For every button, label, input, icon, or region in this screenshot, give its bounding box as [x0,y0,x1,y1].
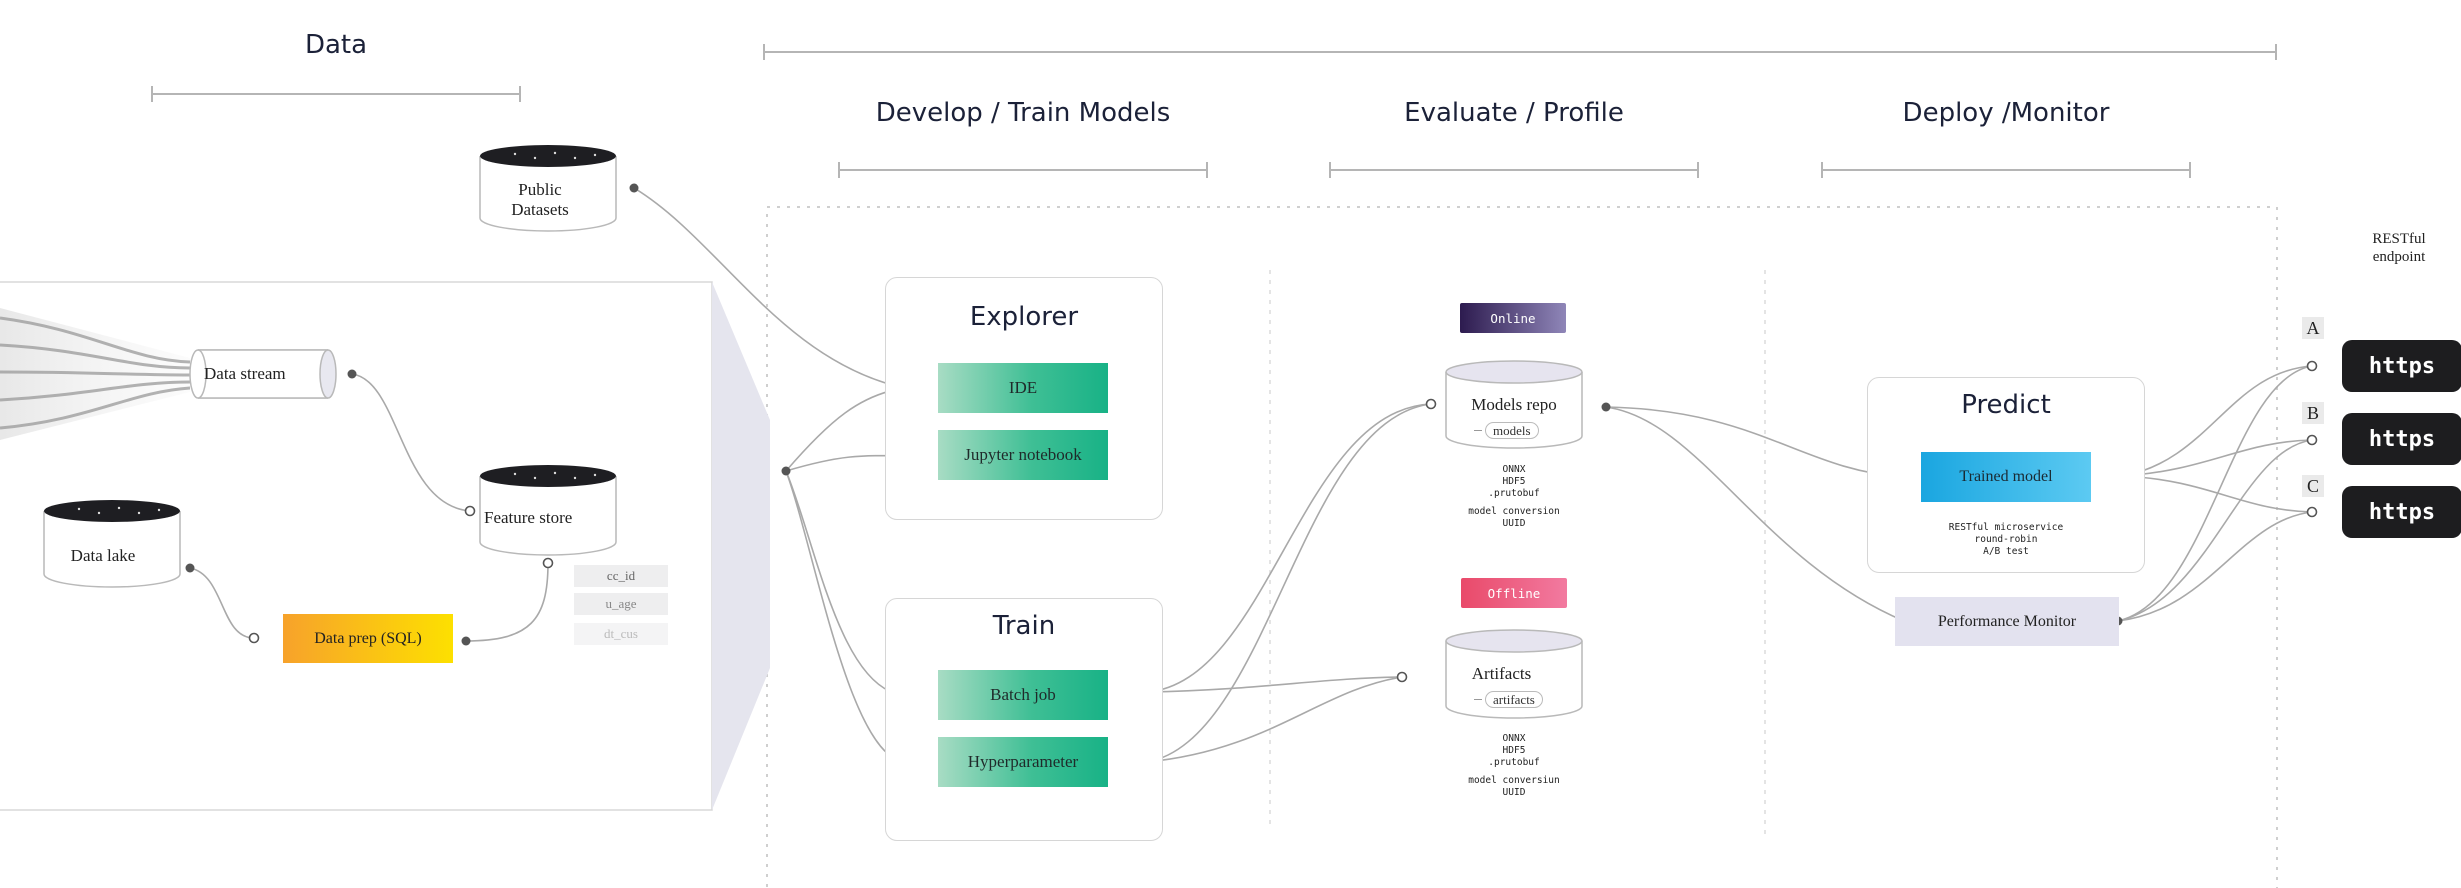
artifacts-extra-uuid: UUID [1502,787,1526,798]
connectors [189,187,2313,763]
models-extra-conversion: model conversion [1468,506,1560,517]
endpoint-letter-a: A [2302,317,2324,339]
predict-title: Predict [1961,390,2051,420]
train-batch-job-button[interactable]: Batch job [938,670,1108,720]
public-datasets-label: Public Datasets [490,180,590,220]
data-prep-label: Data prep (SQL) [314,629,422,647]
train-title: Train [992,611,1056,641]
stage-brackets [151,44,2277,178]
data-lake-cylinder [43,500,181,588]
performance-monitor-label: Performance Monitor [1937,612,2077,630]
feature-store-cylinder [479,465,617,556]
feature-chip-cc-id: cc_id [574,565,668,587]
explorer-jupyter-button[interactable]: Jupyter notebook [938,430,1108,480]
predict-note-microservice: RESTful microservice [1948,522,2064,533]
offline-badge: Offline [1461,578,1567,608]
data-bracket [151,86,521,102]
artifacts-format-protobuf: .prutobuf [1488,757,1540,768]
endpoint-label-line2: endpoint [2372,249,2426,265]
endpoint-b-https-button[interactable]: https [2342,413,2461,465]
top-bracket [763,44,2277,60]
feature-store-label: Feature store [484,508,573,527]
feature-chip-u-age: u_age [574,593,668,615]
trained-model-button[interactable]: Trained model [1921,452,2091,502]
performance-monitor-box[interactable]: Performance Monitor [1895,597,2119,646]
predict-note-round-robin: round-robin [1974,534,2038,545]
models-tag-row: models [1474,421,1554,439]
header-deploy: Deploy /Monitor [1902,98,2110,128]
models-extra-uuid: UUID [1502,518,1526,529]
artifacts-tag-dash [1474,698,1482,700]
explorer-title: Explorer [969,302,1079,332]
train-hyperparameter-button[interactable]: Hyperparameter [938,737,1108,787]
data-lake-label: Data lake [70,546,136,565]
artifacts-format-hdf5: HDF5 [1502,745,1526,756]
explorer-ide-button[interactable]: IDE [938,363,1108,413]
trained-model-label: Trained model [1959,468,2053,485]
artifacts-formats: ONNX HDF5 .prutobuf model conversiun UUI… [1454,733,1574,799]
models-repo-cylinder [1445,360,1583,449]
artifacts-format-onnx: ONNX [1502,733,1526,744]
models-format-protobuf: .prutobuf [1488,488,1540,499]
models-tag: models [1485,421,1539,439]
evaluate-bracket [1329,162,1699,178]
artifacts-tag: artifacts [1485,690,1543,708]
models-repo-label: Models repo [1471,395,1557,414]
online-badge: Online [1460,303,1566,333]
artifacts-extra-conversion: model conversiun [1468,775,1560,786]
predict-panel: Predict [1867,377,2145,573]
zoom-wedge [712,282,770,810]
deploy-bracket [1821,162,2191,178]
artifacts-tag-row: artifacts [1474,690,1574,708]
public-datasets-text: Public Datasets [511,180,569,219]
header-data: Data [304,30,368,60]
artifacts-label: Artifacts [1471,664,1532,683]
models-tag-dash [1474,429,1482,431]
stream-lines [0,316,191,430]
predict-note-ab-test: A/B test [1983,546,2029,557]
header-evaluate: Evaluate / Profile [1404,98,1624,128]
models-formats: ONNX HDF5 .prutobuf model conversion UUI… [1454,464,1574,530]
endpoint-letter-b: B [2302,402,2324,424]
feature-chip-dt-cus: dt_cus [574,623,668,645]
develop-bracket [838,162,1208,178]
public-datasets-cylinder [479,145,617,232]
header-develop: Develop / Train Models [875,98,1171,128]
data-stream-label: Data stream [204,364,286,383]
endpoint-c-https-button[interactable]: https [2342,486,2461,538]
endpoint-letter-c: C [2302,475,2324,497]
models-format-hdf5: HDF5 [1502,476,1526,487]
endpoint-a-https-button[interactable]: https [2342,340,2461,392]
models-format-onnx: ONNX [1502,464,1526,475]
data-prep-box[interactable]: Data prep (SQL) [283,614,453,663]
endpoint-label: RESTful endpoint [2354,230,2444,266]
endpoint-label-line1: RESTful [2372,231,2426,247]
predict-notes: RESTful microservice round-robin A/B tes… [1920,522,2092,558]
data-stream-cylinder [189,349,337,399]
